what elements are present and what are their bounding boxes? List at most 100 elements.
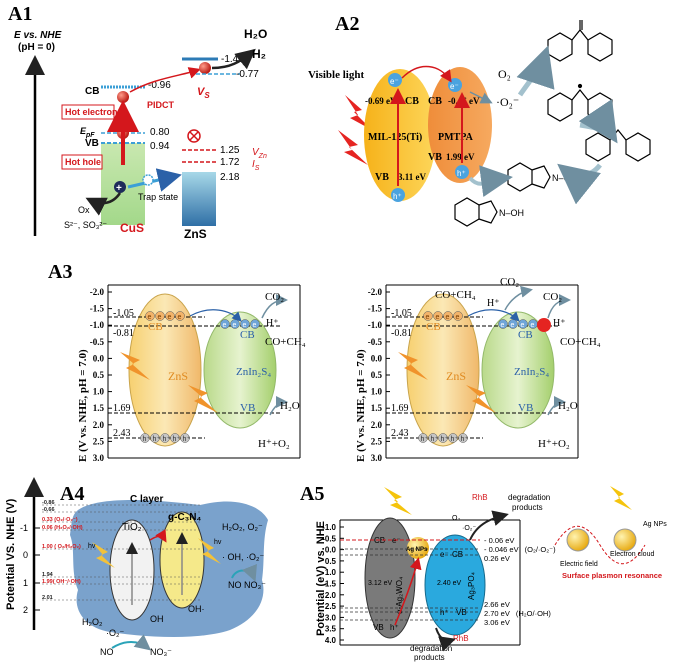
a5-products-top: products bbox=[512, 503, 543, 512]
a3-tick-label: -1.5 bbox=[90, 304, 105, 314]
a4-level-label: 1.94 bbox=[42, 572, 54, 578]
a3-right-ylabel: E (V vs. NHE, pH = 7.0) bbox=[355, 349, 367, 462]
a3-carrier bbox=[498, 319, 508, 329]
a1-electron-ball bbox=[117, 91, 129, 103]
a3-carrier-label: e bbox=[436, 314, 440, 321]
a1-hot-electron-box bbox=[61, 104, 115, 120]
a4-no: NO bbox=[100, 647, 114, 657]
a2-h-right: h⁺ bbox=[457, 169, 466, 178]
a3-right-holes: h⁺h⁺h⁺h⁺h⁺ bbox=[418, 433, 468, 443]
a5-tick-label: -1.0 bbox=[322, 523, 336, 532]
a4-transfer-arrow bbox=[149, 529, 167, 543]
a3-carrier bbox=[418, 433, 428, 443]
a3-tick-label: -0.5 bbox=[90, 337, 105, 347]
a3-left-zns bbox=[128, 293, 202, 447]
a2-nohp: N–OH bbox=[499, 208, 524, 218]
a3-right-vb1: VB bbox=[518, 402, 533, 414]
a5-v6: 3.06 eV bbox=[484, 618, 510, 627]
a3-carrier-label: h⁺ bbox=[143, 436, 151, 443]
a5-degradation-arrow-top bbox=[469, 510, 509, 541]
a3-tick-label: 2.5 bbox=[93, 436, 105, 446]
a5-electron-cloud: Electron cloud bbox=[610, 551, 654, 558]
a3-left: E (V vs. NHE, pH = 7.0) -2.0-1.5-1.0-0.5… bbox=[77, 284, 306, 463]
a3-carrier bbox=[250, 319, 260, 329]
a3-right-transfer bbox=[467, 309, 520, 322]
a5-cb-right: CB bbox=[452, 550, 463, 559]
a2-vb-right: VB bbox=[428, 152, 442, 163]
a3-carrier bbox=[433, 311, 443, 321]
a3-left-h2o-arrow bbox=[269, 396, 288, 416]
a3-right-cb1: CB bbox=[426, 321, 441, 333]
a4-level-label: -0.86 bbox=[42, 500, 55, 506]
a3-tick-label: 3.0 bbox=[371, 453, 383, 463]
a1-vb-label: VB bbox=[85, 138, 99, 149]
a1-vzn-label: VZn bbox=[252, 147, 267, 160]
a4-no-arrow bbox=[111, 634, 152, 651]
a5-e-right: e⁻ bbox=[440, 550, 449, 559]
a1-pidct-arrow bbox=[129, 67, 201, 93]
a5-tick-label: -0.5 bbox=[322, 534, 336, 543]
a4-cycle-arrow bbox=[231, 563, 257, 582]
a5-o2rad: ·O₂⁻ bbox=[462, 525, 476, 532]
a3-tick-label: 0.0 bbox=[93, 353, 105, 363]
a3-right-co2-arrow-top bbox=[504, 285, 533, 311]
a1-blocked-x bbox=[189, 131, 199, 141]
a3-right-co2: CO₂ bbox=[543, 291, 562, 303]
a4-oh-o2: · OH, ·O₂⁻ bbox=[222, 552, 264, 562]
a5-v2: - 0.046 eV(O₂/·O₂⁻) bbox=[484, 545, 556, 554]
a1-cus: CuS bbox=[120, 221, 144, 235]
a4-hv-icon-1: hv bbox=[88, 542, 115, 568]
a5-spr-np-2 bbox=[613, 528, 637, 552]
a5-transfer-arrow bbox=[394, 557, 422, 626]
a5-ag3po4: Ag₃PO₄ bbox=[467, 572, 476, 600]
svg-text:hv: hv bbox=[214, 539, 222, 546]
a3-right: E (V vs. NHE, pH = 7.0) -2.0-1.5-1.0-0.5… bbox=[355, 276, 601, 463]
a1-axis-title: E vs. NHE bbox=[14, 30, 62, 41]
a1-hole-lower bbox=[114, 181, 126, 193]
a2-cb-left: -0.69 eV bbox=[365, 96, 397, 106]
a5-v5: 2.70 eV(H₂O/·OH) bbox=[484, 609, 551, 618]
a2-mil-ellipse bbox=[364, 69, 436, 201]
a2-electron-left bbox=[388, 73, 402, 87]
a3-tick-label: 0.0 bbox=[371, 353, 383, 363]
a3-right-zns bbox=[406, 293, 480, 447]
a3-carrier bbox=[240, 319, 250, 329]
a2-fluorenyl-icon bbox=[547, 83, 613, 122]
a5-degradation-arrow-bottom bbox=[435, 627, 456, 652]
a3-tick-label: -1.5 bbox=[368, 304, 383, 314]
a1-v172: 1.72 bbox=[220, 157, 240, 168]
a2-lightning-icon-1 bbox=[345, 95, 372, 130]
a5-spr-wave bbox=[554, 525, 646, 565]
a2-transfer-arrow bbox=[401, 65, 452, 83]
a3-tick-label: 3.0 bbox=[93, 453, 105, 463]
a3-right-v1: -1.05 bbox=[391, 308, 412, 319]
a5-tick-label: 0.0 bbox=[325, 546, 337, 555]
a3-left-holes: h⁺h⁺h⁺h⁺h⁺ bbox=[140, 433, 190, 443]
svg-text:hv: hv bbox=[88, 543, 96, 550]
a1-ox: Ox bbox=[78, 205, 90, 215]
a5-o2: O₂ bbox=[452, 515, 460, 522]
a3-carrier bbox=[423, 311, 433, 321]
a5-rhb-top: RhB bbox=[472, 493, 488, 502]
a5-h-right: h⁺ bbox=[440, 608, 449, 617]
a3-left-v3: 1.69 bbox=[113, 403, 131, 414]
a3-carrier bbox=[150, 433, 160, 443]
a3-left-coch4: CO+CH₄ bbox=[265, 336, 306, 348]
a3-carrier-label: e bbox=[521, 322, 525, 329]
a3-left-hpo2: H⁺+O₂ bbox=[258, 438, 290, 450]
panel-a1-label: A1 bbox=[8, 3, 32, 25]
a2-hole-right bbox=[455, 165, 469, 179]
a3-carrier bbox=[175, 311, 185, 321]
a4-level-label: 1.00 ( O₂/H₂O₂) bbox=[42, 544, 81, 550]
a3-carrier-label: h⁺ bbox=[163, 436, 171, 443]
a4-level-label: 1.99( OH⁻/·OH) bbox=[42, 579, 81, 585]
a3-tick-label: 1.0 bbox=[371, 387, 383, 397]
a1-trap-gear-icon bbox=[142, 174, 154, 186]
a3-right-hpo2: H⁺+O₂ bbox=[538, 438, 570, 450]
a3-carrier-label: e bbox=[446, 314, 450, 321]
panel-a5-label: A5 bbox=[300, 483, 324, 505]
a3-carrier-label: e bbox=[168, 314, 172, 321]
